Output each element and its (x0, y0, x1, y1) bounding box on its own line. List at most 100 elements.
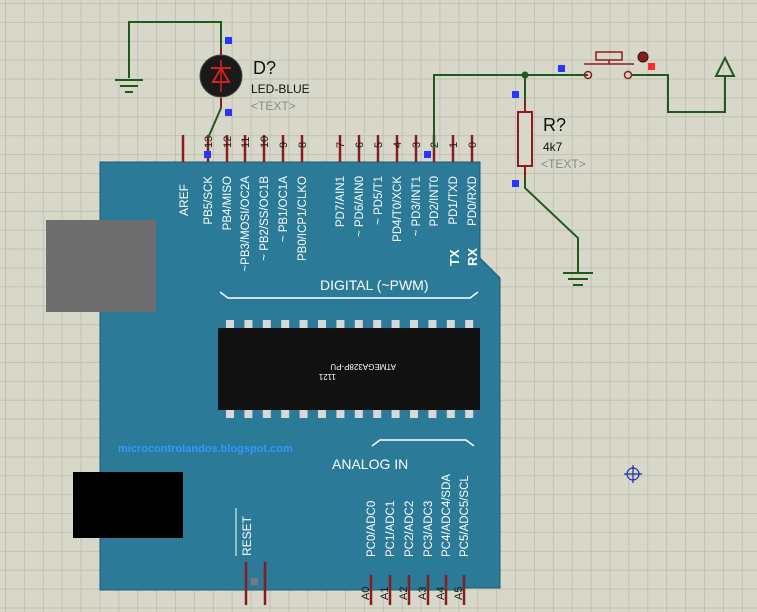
chip-pin (262, 320, 271, 329)
blog-url: microcontrolandos.blogspot.com (118, 443, 293, 455)
resistor-body[interactable] (517, 111, 533, 167)
led-ref: D? (253, 58, 276, 78)
led-handle-bottom[interactable] (225, 109, 232, 116)
analog-pin-label-0: PC0/ADC0 (366, 501, 378, 557)
bottom-header-pins (244, 562, 466, 605)
resistor-ground-wire (524, 178, 579, 272)
button-actuator[interactable] (637, 51, 649, 63)
digital-label: DIGITAL (~PWM) (320, 277, 429, 293)
pin-number-1: 12 (222, 136, 234, 148)
pin-label-11: PD2/INT0 (429, 176, 441, 227)
pin-label-10: ~ PD3/INT1 (411, 176, 423, 236)
pin2-handle[interactable] (424, 151, 431, 158)
pin-label-1: PB4/MISO (222, 176, 234, 230)
ground-symbol-left (115, 79, 143, 93)
analog-pin-number-5: A5 (453, 587, 465, 600)
pin-label-5: PB0/ICP1/CLKO (297, 176, 309, 261)
analog-pin-number-0: A0 (360, 587, 372, 600)
resistor-handle-bottom[interactable] (512, 180, 519, 187)
led-ground-wire (128, 21, 222, 78)
chip-pin (391, 320, 400, 329)
power-wire (632, 74, 726, 113)
pin13-handle[interactable] (204, 151, 211, 158)
chip-pins-top (226, 320, 474, 329)
analog-pin-label-3: PC3/ADC3 (423, 501, 435, 557)
chip-pin (299, 409, 308, 418)
usb-connector (46, 220, 156, 312)
pin-number-13: 0 (467, 142, 479, 148)
pin-number-4: 9 (278, 142, 290, 148)
pin-number-3: 10 (259, 136, 271, 148)
pin-number-8: 5 (373, 142, 385, 148)
pin-label-2: ~PB3/MOSI/OC2A (240, 176, 252, 272)
chip-pin (318, 320, 326, 329)
chip-pin (244, 320, 253, 329)
chip-pin (465, 320, 474, 329)
resistor-ref: R? (543, 115, 566, 135)
chip-pin (465, 409, 474, 418)
pin-number-0: 13 (203, 136, 215, 148)
resistor-text-placeholder: <TEXT> (541, 157, 586, 171)
chip-pin (446, 409, 455, 418)
rx-label: RX (465, 248, 480, 266)
chip-pin (226, 320, 234, 329)
analog-pin-label-2: PC2/ADC2 (404, 501, 416, 557)
analog-pin-label-1: PC1/ADC1 (385, 501, 397, 557)
resistor-value: 4k7 (543, 140, 563, 154)
pin-number-10: 3 (411, 142, 423, 148)
chip-pin (281, 409, 290, 418)
analog-pin-number-4: A4 (435, 587, 447, 600)
pin-label-4: ~ PB1/OC1A (278, 176, 290, 242)
pin-number-9: 4 (392, 142, 404, 148)
chip-pin (428, 320, 437, 329)
analog-pin-number-2: A2 (398, 587, 410, 600)
analog-label: ANALOG IN (332, 456, 408, 472)
power-terminal-icon (714, 55, 736, 77)
resistor-handle-top[interactable] (512, 91, 519, 98)
pin-number-2: 11 (240, 137, 252, 148)
top-header-pins (181, 135, 474, 162)
chip-pin (226, 409, 234, 418)
digital-bracket (219, 291, 479, 299)
origin-marker-icon[interactable] (624, 465, 642, 483)
reset-pin-handle[interactable] (251, 578, 258, 585)
chip-pin (318, 409, 326, 418)
chip-sub-label: 1121 (318, 372, 336, 381)
analog-pin-number-3: A3 (417, 587, 429, 600)
pin-number-6: 7 (335, 142, 347, 148)
chip-pin (354, 409, 363, 418)
chip-pin (336, 409, 345, 418)
chip-pin (410, 320, 418, 329)
pin-label-9: PD4/T0/XCK (392, 176, 404, 242)
chip-pins-bottom (226, 409, 474, 418)
button-handle-left[interactable] (558, 65, 565, 72)
power-jack (73, 472, 183, 538)
pin-number-5: 8 (297, 142, 309, 148)
analog-pin-label-4: PC4/ADC4/SDA (441, 474, 453, 557)
led-text-placeholder: <TEXT> (251, 99, 296, 113)
pin-label-12: PD1/TXD (448, 176, 460, 225)
led-component[interactable] (128, 21, 243, 139)
analog-bracket (371, 439, 475, 447)
ground-symbol-right (563, 272, 593, 286)
tx-label: TX (447, 249, 462, 266)
reset-label: RESET (240, 515, 254, 556)
pin-label-0: PB5/SCK (203, 176, 215, 225)
button-handle-right[interactable] (648, 63, 655, 70)
chip-pin (391, 409, 400, 418)
chip-pin (336, 320, 345, 329)
analog-pin-label-5: PC5/ADC5/SCL (459, 475, 471, 557)
pin-number-7: 6 (354, 142, 366, 148)
chip-pin (446, 320, 455, 329)
chip-pin (354, 320, 363, 329)
chip-pin (262, 409, 271, 418)
atmega-chip[interactable] (218, 328, 480, 410)
chip-pin (428, 409, 437, 418)
led-handle-top[interactable] (225, 37, 232, 44)
pin2-wire (433, 74, 525, 150)
pin-label-3: ~ PB2/SS/OC1B (259, 176, 271, 261)
push-button[interactable] (558, 51, 655, 80)
chip-pin (373, 409, 382, 418)
pin-number-12: 1 (448, 142, 460, 148)
